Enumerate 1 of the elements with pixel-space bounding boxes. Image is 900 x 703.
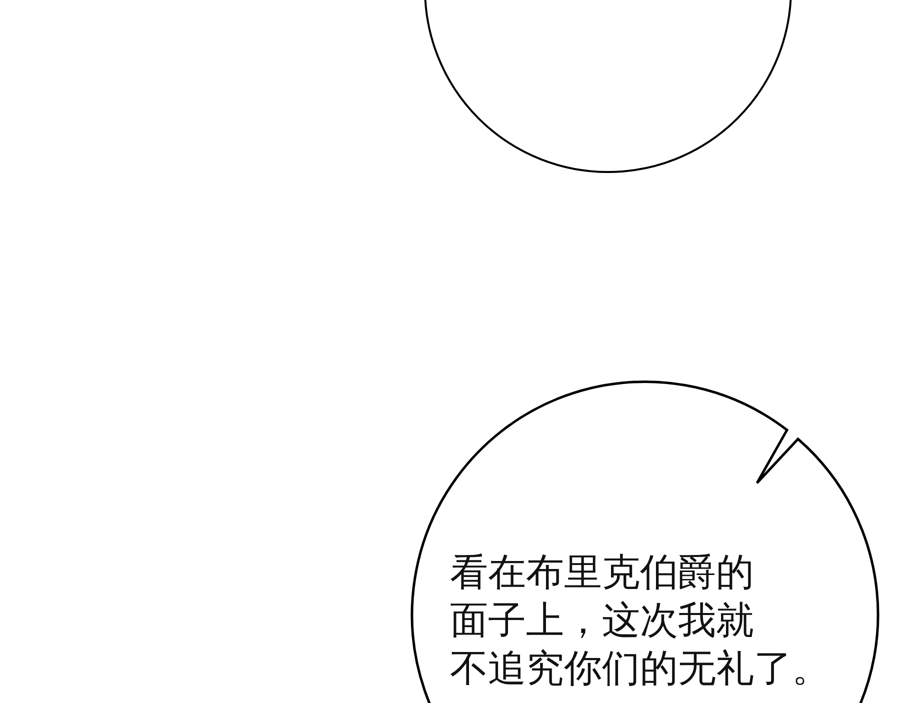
speech-text: 看在布里克伯爵的面子上，这次我就不追究你们的无礼了。: [450, 549, 830, 692]
